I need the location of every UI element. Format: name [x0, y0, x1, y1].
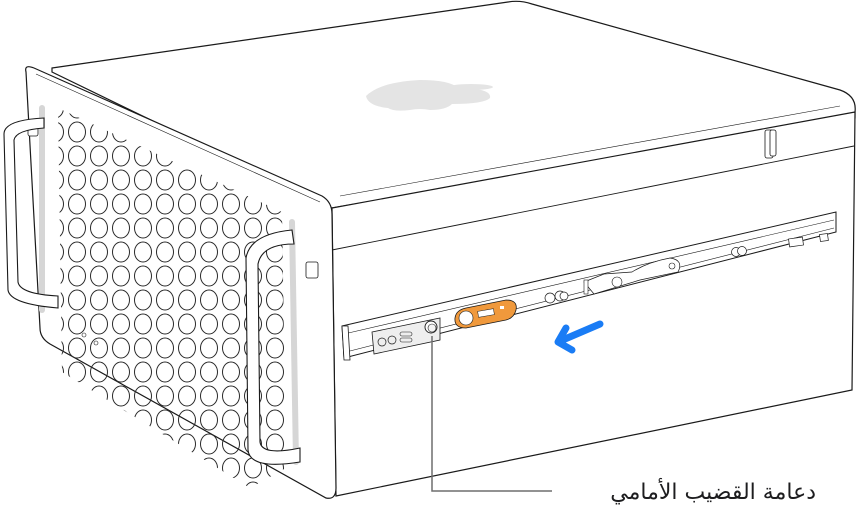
rail-slide-mechanism [583, 257, 681, 295]
front-rail-support-label: دعامة القضيب الأمامي [610, 480, 816, 505]
arrow-left-icon [554, 320, 604, 354]
side-latch-icon [764, 129, 777, 159]
release-latch [454, 299, 517, 329]
thumbscrew-icon [424, 320, 438, 334]
callout-leader-line [431, 336, 552, 492]
right-handle [245, 219, 301, 465]
side-panel [331, 105, 856, 497]
apple-logo-icon [366, 80, 493, 111]
left-handle [3, 105, 59, 313]
rail [341, 211, 837, 361]
front-rail-support-bracket [371, 317, 441, 355]
